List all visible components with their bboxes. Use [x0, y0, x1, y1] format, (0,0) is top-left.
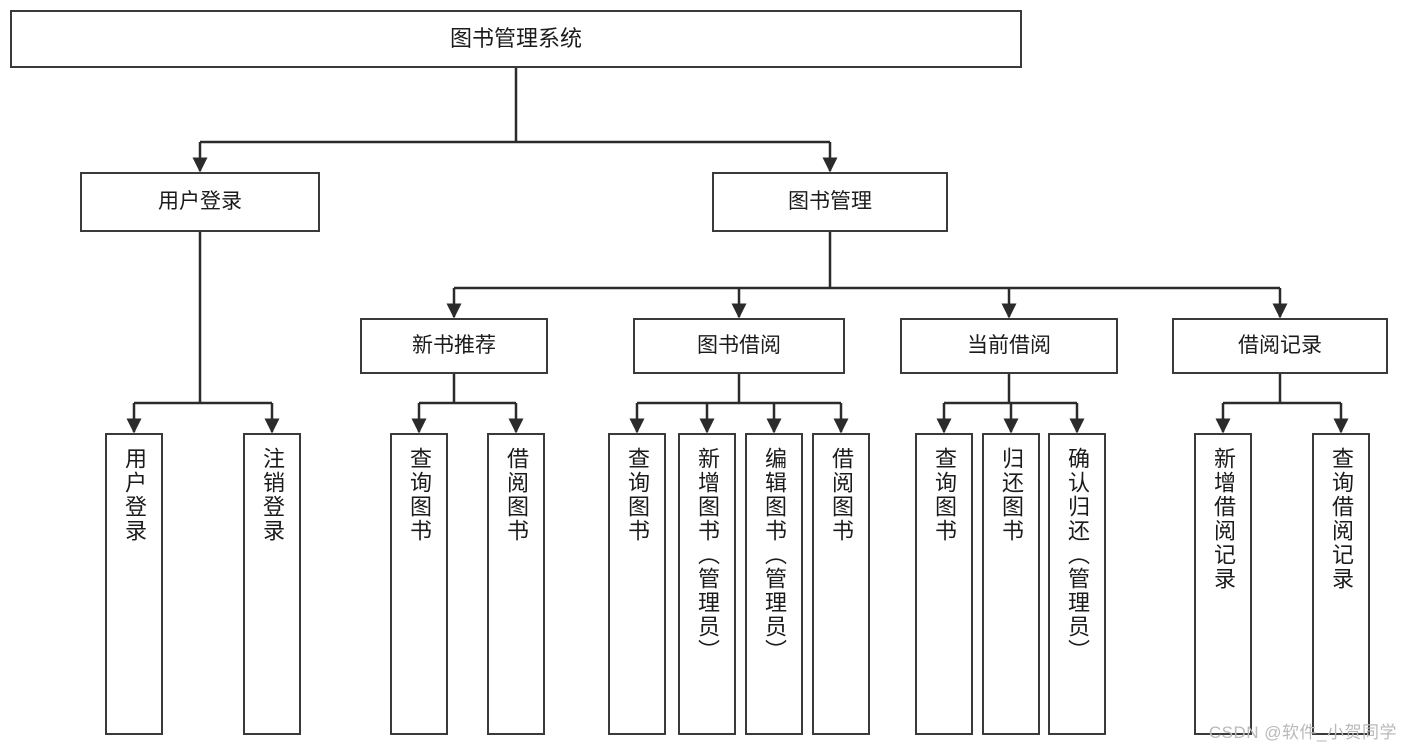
node-label: 新增借阅记录 — [1211, 447, 1236, 591]
node-leaf7[interactable]: 编辑图书（管理员） — [745, 433, 803, 735]
node-borrow[interactable]: 图书借阅 — [633, 318, 845, 374]
node-leaf3[interactable]: 查询图书 — [390, 433, 448, 735]
node-label: 查询图书 — [625, 447, 650, 543]
node-label: 查询图书 — [932, 447, 957, 543]
node-leaf10[interactable]: 归还图书 — [982, 433, 1040, 735]
node-label: 用户登录 — [122, 447, 147, 543]
node-leaf4[interactable]: 借阅图书 — [487, 433, 545, 735]
watermark-text: CSDN @软件_小贺同学 — [1208, 723, 1397, 742]
node-label: 查询借阅记录 — [1329, 447, 1354, 591]
node-records[interactable]: 借阅记录 — [1172, 318, 1388, 374]
node-newbook[interactable]: 新书推荐 — [360, 318, 548, 374]
node-root[interactable]: 图书管理系统 — [10, 10, 1022, 68]
node-label: 图书管理系统 — [449, 26, 582, 52]
node-label: 确认归还（管理员） — [1065, 447, 1090, 663]
node-leaf9[interactable]: 查询图书 — [915, 433, 973, 735]
node-label: 新增图书（管理员） — [695, 447, 720, 663]
node-leaf5[interactable]: 查询图书 — [608, 433, 666, 735]
node-label: 注销登录 — [260, 447, 285, 543]
node-label: 借阅记录 — [1238, 333, 1322, 357]
node-leaf11[interactable]: 确认归还（管理员） — [1048, 433, 1106, 735]
node-leaf2[interactable]: 注销登录 — [243, 433, 301, 735]
node-leaf6[interactable]: 新增图书（管理员） — [678, 433, 736, 735]
node-label: 借阅图书 — [504, 447, 529, 543]
node-leaf8[interactable]: 借阅图书 — [812, 433, 870, 735]
node-label: 归还图书 — [999, 447, 1024, 543]
node-label: 图书管理 — [788, 189, 872, 213]
node-label: 借阅图书 — [829, 447, 854, 543]
node-current[interactable]: 当前借阅 — [900, 318, 1118, 374]
node-leaf13[interactable]: 查询借阅记录 — [1312, 433, 1370, 735]
node-login[interactable]: 用户登录 — [80, 172, 320, 232]
node-label: 查询图书 — [407, 447, 432, 543]
node-label: 编辑图书（管理员） — [762, 447, 787, 663]
node-label: 新书推荐 — [412, 333, 496, 357]
node-bookmgmt[interactable]: 图书管理 — [712, 172, 948, 232]
node-label: 用户登录 — [158, 189, 242, 213]
node-leaf12[interactable]: 新增借阅记录 — [1194, 433, 1252, 735]
node-label: 图书借阅 — [697, 333, 781, 357]
node-label: 当前借阅 — [967, 333, 1051, 357]
node-leaf1[interactable]: 用户登录 — [105, 433, 163, 735]
